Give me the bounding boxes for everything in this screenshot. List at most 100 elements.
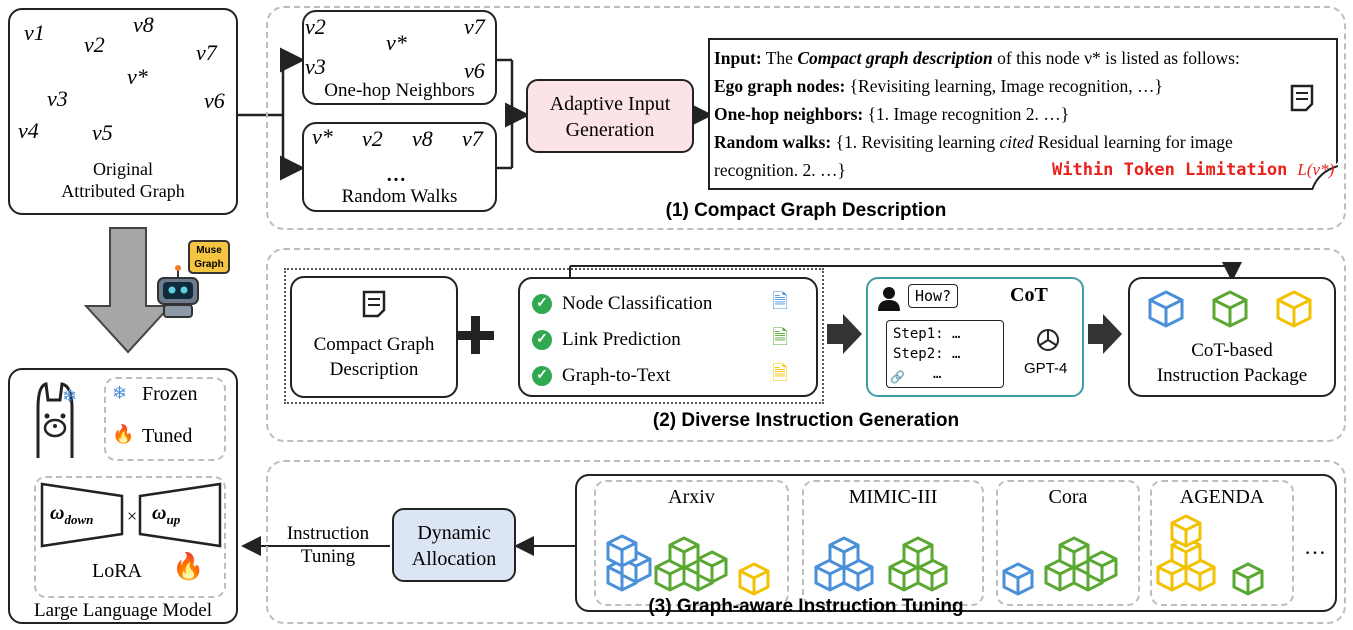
walk-label-v8: ν8 (412, 126, 433, 151)
adaptive-input-generation-box: Adaptive Input Generation (526, 79, 694, 153)
compact-line-1: Compact Graph (313, 334, 435, 355)
dynamic-allocation-box: Dynamic Allocation (392, 508, 516, 582)
stage2-panel (266, 248, 1346, 442)
dataset-agenda-box (1150, 480, 1294, 606)
blue-doc-icon: 🗎 (772, 291, 789, 313)
onehop-label-v2: ν2 (305, 14, 326, 39)
thick-arrows (827, 314, 1122, 354)
prompt-line-ego: Ego graph nodes: {Revisiting learning, I… (714, 76, 1163, 96)
instr-line-1: Instruction (286, 523, 370, 544)
compact-line-2: Description (329, 359, 419, 380)
prompt-line-rw2: recognition. 2. …} (714, 160, 846, 180)
dataset-mimic-label: MIMIC-III (848, 486, 938, 508)
random-walk-caption: Random Walks (341, 186, 458, 207)
robot-mascot-icon (150, 258, 216, 320)
openai-logo-icon (1034, 326, 1062, 354)
snowflake-icon: ❄ (62, 386, 78, 406)
prompt-card (708, 38, 1338, 190)
dataset-mimic-box (802, 480, 984, 606)
frozen-snowflake-icon: ❄ (112, 383, 128, 403)
stage3-caption: (3) Graph-aware Instruction Tuning (648, 596, 964, 617)
dataset-arxiv-box (594, 480, 789, 606)
package-cubes (1146, 288, 1326, 328)
label-vstar: ν* (127, 64, 148, 89)
prompt-line-input: Input: The Compact graph description of … (714, 48, 1240, 68)
input-dotted-group (284, 268, 824, 404)
label-v4: ν4 (18, 118, 39, 143)
more-datasets-ellipsis: … (1304, 534, 1326, 559)
onehop-label-vstar: ν* (386, 30, 407, 55)
one-hop-panel (302, 10, 497, 105)
green-doc-icon: 🗎 (772, 327, 789, 349)
step-dots: … (933, 366, 942, 382)
frozen-label: Frozen (142, 383, 198, 405)
musegraph-badge: Muse Graph (188, 240, 230, 274)
dynamic-line-2: Allocation (411, 548, 497, 570)
label-v8: ν8 (133, 12, 154, 37)
package-line-1: CoT-based (1191, 340, 1273, 361)
dataset-cubes (606, 514, 1264, 596)
steps-bubble: Step1: … Step2: … … (886, 320, 1004, 388)
prompt-line-rw: Random walks: {1. Revisiting learning ci… (714, 132, 1233, 152)
caption-line-1: Original (93, 159, 153, 179)
stage3-panel (266, 460, 1346, 624)
stage2-connectors (569, 262, 1242, 282)
link-icon: 🔗 (890, 370, 905, 384)
mimic-blue-cubes (814, 536, 874, 592)
check-icon: ✓ (532, 330, 552, 350)
yellow-cube-icon (1276, 290, 1312, 328)
agenda-green-cubes (1232, 562, 1264, 596)
dynamic-line-1: Dynamic (417, 522, 491, 544)
step-2: Step2: … (893, 346, 961, 362)
arxiv-yellow-cubes (738, 562, 770, 596)
person-icon (876, 285, 902, 311)
big-down-arrow (83, 227, 173, 354)
token-limit-label: Within Token Limitation L(ν*) (1052, 160, 1335, 180)
page-curl-icon (1311, 162, 1339, 191)
onehop-label-v7: ν7 (464, 14, 485, 39)
document-icon (1290, 84, 1314, 112)
package-line-2: Instruction Package (1156, 365, 1308, 386)
arxiv-green-cubes (654, 536, 728, 592)
task-item-link-prediction: ✓ Link Prediction 🗎 (532, 324, 812, 356)
label-v1: ν1 (24, 20, 45, 45)
compact-doc-icon (362, 290, 386, 318)
dataset-arxiv-label: Arxiv (668, 486, 715, 508)
caption-line-2: Attributed Graph (61, 181, 185, 201)
badge-line-1: Muse (196, 245, 222, 256)
tasks-box (518, 277, 818, 397)
cora-blue-cubes (1002, 562, 1034, 596)
dataset-agenda-label: AGENDA (1179, 486, 1265, 508)
yellow-doc-icon: 🗎 (772, 363, 789, 385)
tuned-label: Tuned (142, 425, 193, 447)
times-symbol: × (127, 506, 138, 526)
one-hop-caption: One-hop Neighbors (324, 80, 475, 101)
original-graph-caption: Original Attributed Graph (8, 158, 238, 202)
task-list: ✓ Node Classification 🗎 ✓ Link Predictio… (532, 288, 812, 392)
onehop-label-v3: ν3 (305, 54, 326, 79)
how-bubble: How? (908, 284, 959, 308)
walk-dots: … (386, 164, 406, 186)
dataset-cora-label: Cora (1048, 486, 1088, 508)
gpt4-label: GPT-4 (1024, 360, 1068, 377)
stage2-caption: (2) Diverse Instruction Generation (652, 410, 960, 431)
label-v3: ν3 (47, 86, 68, 111)
package-label: CoT-based Instruction Package (1128, 338, 1336, 388)
label-v7: ν7 (196, 40, 217, 65)
cora-green-cubes (1044, 536, 1118, 592)
instr-line-2: Tuning (300, 546, 356, 567)
label-v5: ν5 (92, 120, 113, 145)
agenda-yellow-cubes (1156, 514, 1216, 592)
legend-box (104, 377, 226, 461)
lora-fire-icon: 🔥 (172, 552, 205, 581)
w-down-label: ωdown (50, 502, 94, 527)
adaptive-line-1: Adaptive Input (549, 93, 671, 115)
check-icon: ✓ (532, 294, 552, 314)
green-cube-icon (1212, 290, 1248, 328)
instruction-tuning-label: Instruction Tuning (268, 522, 388, 568)
task-item-graph-to-text: ✓ Graph-to-Text 🗎 (532, 360, 812, 392)
arxiv-blue-cubes (606, 534, 652, 592)
adaptive-line-2: Generation (565, 119, 655, 141)
branch-connector (237, 47, 713, 181)
stage1-caption: (1) Compact Graph Description (665, 200, 947, 221)
